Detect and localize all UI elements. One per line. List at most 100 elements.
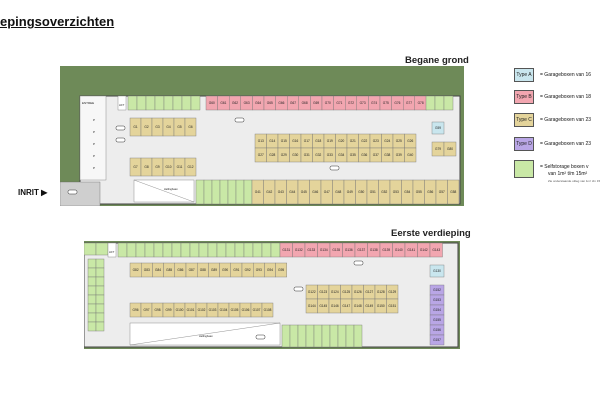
first-typec-box-label: G151 <box>388 304 396 308</box>
ground-typec-box-label: G38 <box>384 153 390 157</box>
first-typeb-box-label: G138 <box>370 248 378 252</box>
ground-selfstorage-bottom <box>211 179 221 205</box>
ground-selfstorage-top <box>163 95 174 111</box>
ground-typec-box-label: G37 <box>373 153 379 157</box>
ground-typec-box-label: G7 <box>133 165 137 169</box>
ground-typeb-box-label: G60 <box>209 101 215 105</box>
first-typec-box-label: G83 <box>144 268 150 272</box>
first-typec-box-label: G86 <box>177 268 183 272</box>
first-selfstorage-left <box>87 276 97 287</box>
first-typec-box-label: G123 <box>319 290 327 294</box>
first-typeb-box <box>429 242 443 258</box>
first-typec-box-label: G91 <box>233 268 239 272</box>
ground-typec-box-label: G25 <box>396 139 402 143</box>
first-typed-box-label: G157 <box>433 338 441 342</box>
ground-selfstorage-bottom <box>203 179 213 205</box>
ground-selfstorage-bottom <box>195 179 205 205</box>
ground-selfstorage-top <box>136 95 147 111</box>
first-typeb-box-label: G133 <box>307 248 315 252</box>
ground-ramp-line <box>133 179 195 203</box>
ground-typeb-box-label: G70 <box>325 101 331 105</box>
ground-selfstorage-top <box>127 95 138 111</box>
ground-typeb-box-label: G63 <box>244 101 250 105</box>
ground-typec-box-label: G46 <box>312 190 318 194</box>
first-typec-box-label: G129 <box>388 290 396 294</box>
ground-typec-box-label: G32 <box>315 153 321 157</box>
legend-item: Type A <box>514 68 534 82</box>
legend-item: Type D <box>514 137 534 151</box>
first-typec-box-label: G85 <box>166 268 172 272</box>
first-selfstorage-top <box>117 242 128 258</box>
first-typec-box-label: G126 <box>354 290 362 294</box>
first-selfstorage-bottom <box>337 324 347 348</box>
car-icon <box>255 334 266 340</box>
first-typec-box-label: G124 <box>331 290 339 294</box>
ground-typec-box-label: G11 <box>177 165 183 169</box>
ground-typeb-box-label: G69 <box>313 101 319 105</box>
ground-selfstorage-topright <box>434 95 445 111</box>
car-icon <box>67 189 78 195</box>
ground-selfstorage-bottom <box>219 179 229 205</box>
first-selfstorage-left <box>87 303 97 314</box>
first-typed-box-label: G154 <box>433 308 441 312</box>
first-ramp-line <box>129 322 281 346</box>
ground-typeb-box-label: G73 <box>360 101 366 105</box>
first-typec-box-label: G104 <box>220 308 228 312</box>
ground-typec-box-label: G58 <box>450 190 456 194</box>
ground-typec-box-label: G45 <box>301 190 307 194</box>
first-typec-box-label: G100 <box>176 308 184 312</box>
first-typec-box-label: G90 <box>222 268 228 272</box>
first-selfstorage-bottom <box>345 324 355 348</box>
first-typec-box-label: G96 <box>132 308 138 312</box>
first-selfstorage-left <box>87 285 97 296</box>
ground-selfstorage-bottom <box>227 179 237 205</box>
ground-parking-p: P <box>93 118 95 122</box>
ground-typec-box-label: G55 <box>416 190 422 194</box>
ground-typec-box-label: G4 <box>166 125 170 129</box>
first-lift <box>107 242 117 258</box>
ground-selfstorage-top <box>181 95 192 111</box>
legend-subtext: Zie onderstaande uitleg van 1m² t/m 15m² <box>548 179 600 183</box>
first-selfstorage-left <box>87 294 97 305</box>
legend-text: = Garageboxen van 16 <box>540 72 592 78</box>
first-typeb-box-label: G137 <box>357 248 365 252</box>
ground-typec-box-label: G19 <box>327 139 333 143</box>
ground-left-strip <box>79 95 107 181</box>
ground-typec-box <box>443 141 457 157</box>
first-typec-box-label: G84 <box>155 268 161 272</box>
first-selfstorage-top <box>234 242 245 258</box>
ground-typec-box-label: G5 <box>177 125 181 129</box>
first-typed-box-label: G152 <box>433 288 441 292</box>
first-typed-box-label: G153 <box>433 298 441 302</box>
ground-typec-box-label: G24 <box>384 139 390 143</box>
first-selfstorage-left <box>87 258 97 269</box>
ground-typec-box-label: G53 <box>393 190 399 194</box>
ground-typec-box-label: G26 <box>407 139 413 143</box>
ground-typec-box-label: G9 <box>155 165 159 169</box>
first-selfstorage-left <box>87 267 97 278</box>
first-typec-box-label: G146 <box>331 304 339 308</box>
first-selfstorage-top <box>216 242 227 258</box>
ground-typec-box <box>184 157 197 177</box>
first-typec-box <box>386 298 399 314</box>
legend-item: Type C <box>514 113 534 127</box>
first-typec-box-label: G107 <box>253 308 261 312</box>
first-selfstorage-left <box>95 267 105 278</box>
ground-typec-box-label: G23 <box>373 139 379 143</box>
first-typeb-box-label: G143 <box>432 248 440 252</box>
ground-typec-box-label: G16 <box>292 139 298 143</box>
first-typec-box-label: G108 <box>264 308 272 312</box>
first-selfstorage-bottom <box>353 324 363 348</box>
legend-text: = Selfstorage boxen v <box>540 164 589 170</box>
ground-typec-box-label: G2 <box>144 125 148 129</box>
ground-entree-label: ENTREE <box>82 101 94 105</box>
ground-typec-box <box>184 117 197 137</box>
first-typec-box-label: G144 <box>308 304 316 308</box>
first-selfstorage-left <box>87 321 97 332</box>
ground-parking-p: P <box>93 142 95 146</box>
first-typec-box <box>261 302 274 318</box>
ground-typeb-box-label: G67 <box>290 101 296 105</box>
ground-selfstorage-top <box>172 95 183 111</box>
